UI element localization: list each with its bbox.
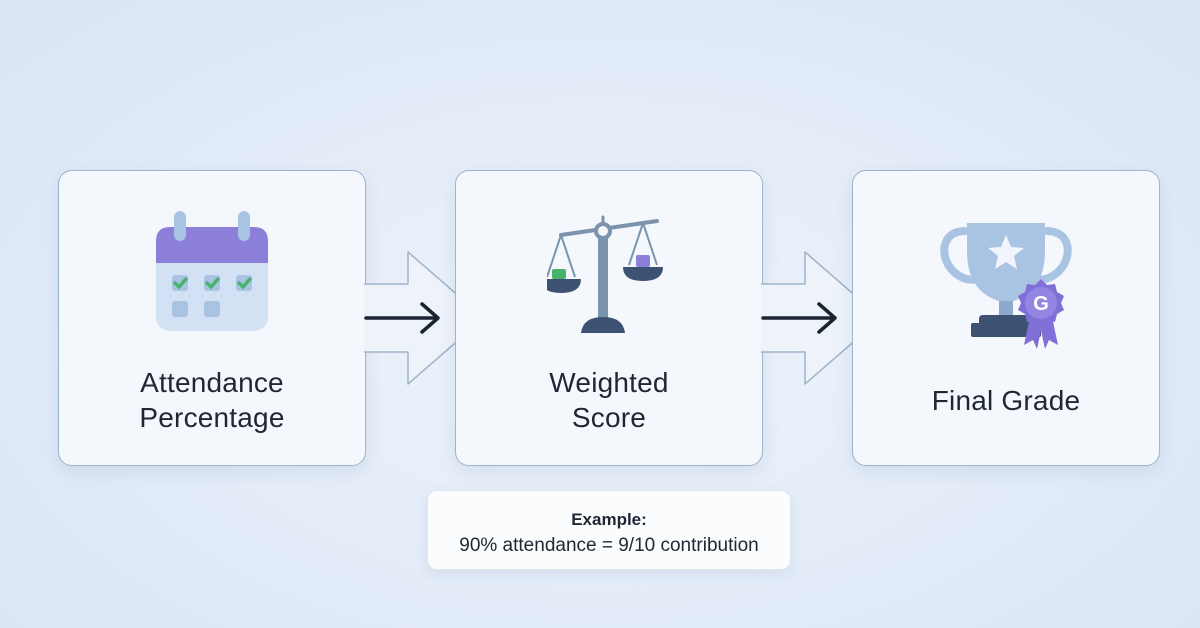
step-card-weighted-score: Weighted Score xyxy=(455,170,763,466)
grade-badge-letter: G xyxy=(1033,293,1049,315)
step-label-line: Weighted xyxy=(549,367,669,398)
step-card-attendance: Attendance Percentage xyxy=(58,170,366,466)
step-label-line: Percentage xyxy=(139,402,285,433)
example-callout: Example: 90% attendance = 9/10 contribut… xyxy=(427,490,791,570)
step-label: Attendance Percentage xyxy=(59,365,365,435)
step-card-final-grade: G Final Grade xyxy=(852,170,1160,466)
step-label-line: Attendance xyxy=(140,367,284,398)
example-title: Example: xyxy=(571,510,647,529)
trophy-badge-icon: G xyxy=(940,223,1072,349)
balance-scale-icon xyxy=(547,215,663,333)
calendar-check-icon xyxy=(156,211,268,331)
step-label: Weighted Score xyxy=(456,365,762,435)
step-label: Final Grade xyxy=(853,383,1159,418)
step-label-line: Score xyxy=(571,402,647,433)
step-label-line: Final Grade xyxy=(931,385,1081,416)
flow-arrow xyxy=(364,251,485,385)
example-text: 90% attendance = 9/10 contribution xyxy=(459,535,759,556)
